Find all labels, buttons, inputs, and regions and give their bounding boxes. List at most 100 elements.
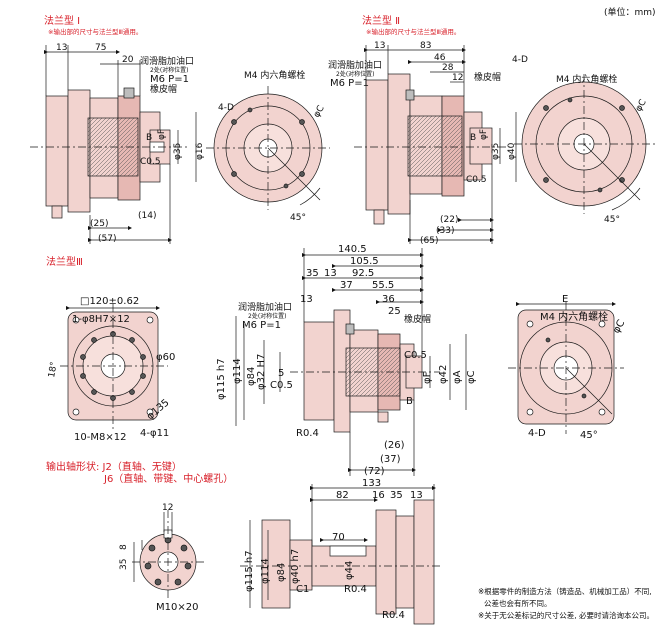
shaft-d70: 70: [332, 532, 345, 543]
flange3-c05a: C0.5: [270, 380, 293, 391]
flange2-c05: C0.5: [466, 175, 487, 185]
flange1-grease-sub: 2处(对称位置): [150, 66, 189, 74]
flange3-d84: φ84: [246, 367, 257, 386]
flange3-title: 法兰型Ⅲ: [46, 255, 83, 268]
flange1-m6: M6 P=1: [150, 74, 189, 85]
flange2-d40: φ40: [507, 142, 517, 160]
flange1-m4: M4 内六角螺栓: [244, 69, 305, 81]
shaft-d84: φ84: [276, 563, 287, 582]
flange1-angle: 45°: [290, 213, 306, 223]
flange3-front-view: [60, 304, 168, 430]
flange1-d16: φ16: [195, 142, 205, 160]
flange2-d83: 83: [420, 41, 431, 51]
flange2-side-view: [354, 45, 517, 244]
flange3-d60: φ60: [156, 352, 175, 363]
shaft-title: 输出轴形状: J2（直轴、无键）: [46, 460, 182, 473]
flange2-m4: M4 内六角螺栓: [556, 73, 617, 85]
flange3-square: □120±0.62: [80, 296, 139, 307]
flange2-front-view: [514, 74, 656, 214]
shaft-d44: φ44: [344, 561, 355, 580]
flange1-side-view: [30, 45, 197, 244]
shaft-group: 输出轴形状: J2（直轴、无键） J6（直轴、带键、中心螺孔） 12 35 8 …: [46, 460, 440, 625]
shaft-m10: M10×20: [156, 602, 198, 613]
shaft-d16: 16: [372, 490, 385, 501]
flange2-title: 法兰型 Ⅱ: [362, 14, 400, 27]
flange3-d36: 36: [382, 294, 395, 305]
flange2-grease: 润滑脂加油口: [328, 59, 382, 71]
shaft-front-view: [132, 510, 204, 600]
flange1-d25: (25): [90, 219, 108, 229]
flange3-pin: 1-φ8H7×12: [72, 314, 130, 325]
flange1-hd: 4-D: [218, 103, 234, 113]
flange3-d42: φ42: [438, 365, 449, 384]
flange3-d37b: (37): [380, 454, 401, 465]
shaft-r04b: R0.4: [382, 610, 405, 621]
flange3-a: φA: [452, 370, 463, 384]
flange3-d25: 25: [388, 306, 401, 317]
flange3-d32: φ32 H7: [256, 354, 267, 390]
flange1-front-view: [206, 86, 330, 210]
flange2-f: φF: [479, 129, 489, 140]
flange3-plug: 橡皮帽: [404, 313, 431, 325]
flange2-d35: φ35: [491, 143, 501, 160]
flange1-d57: (57): [98, 234, 116, 244]
flange3-c05b: C0.5: [404, 350, 427, 361]
shaft-d35: 35: [390, 490, 403, 501]
flange3-d555: 55.5: [372, 280, 394, 291]
flange3-m8: 10-M8×12: [74, 432, 126, 443]
flange1-note: ※输出部的尺寸与法兰型Ⅲ通用。: [48, 27, 142, 36]
flange3-front2-view: [508, 301, 624, 434]
flange1-grease: 润滑脂加油口: [140, 55, 194, 67]
flange2-plug: 橡皮帽: [474, 71, 501, 83]
flange3-c: φC: [466, 370, 477, 384]
flange3-angle: 18°: [47, 361, 60, 378]
footnote-line3: ※关于无公差标记的尺寸公差, 必要时请洽询本公司。: [478, 610, 654, 620]
shaft-d40: φ40 h7: [290, 549, 301, 584]
shaft-d35: 35: [119, 559, 129, 570]
flange1-phic: φC: [312, 104, 327, 120]
flange2-note: ※输出部的尺寸与法兰型Ⅲ通用。: [366, 27, 460, 36]
shaft-r04a: R0.4: [344, 584, 367, 595]
flange2-d33: (33): [436, 226, 454, 236]
shaft-d114: φ114: [260, 558, 271, 584]
flange2-group: 法兰型 Ⅱ ※输出部的尺寸与法兰型Ⅲ通用。: [328, 14, 656, 246]
flange2-m6: M6 P=1: [330, 78, 369, 89]
shaft-d12: 12: [162, 503, 173, 513]
flange3-side-view: [235, 248, 467, 476]
flange1-group: 法兰型 Ⅰ ※输出部的尺寸与法兰型Ⅲ通用。: [30, 14, 330, 244]
flange1-d35: φ35: [173, 143, 183, 160]
shaft-c1: C1: [296, 584, 309, 595]
flange3-d5: 5: [278, 368, 284, 379]
flange3-f: φF: [422, 371, 433, 384]
flange3-grease-sub: 2处(对称位置): [248, 312, 287, 320]
flange2-b: B: [470, 133, 476, 143]
footnote: ※根据零件的制造方法（铸造品、机械加工品）不同, 公差也会有所不同。 ※关于无公…: [478, 586, 654, 620]
flange3-d72: (72): [364, 466, 385, 477]
flange3-d11: 4-φ11: [140, 428, 169, 439]
flange2-d46: 46: [434, 53, 446, 63]
flange2-d22: (22): [440, 215, 458, 225]
flange1-c05: C0.5: [140, 157, 161, 167]
flange3-d925: 92.5: [352, 268, 374, 279]
footnote-line2: 公差也会有所不同。: [484, 598, 552, 608]
flange3-d26: (26): [384, 440, 405, 451]
flange3-hd: 4-D: [528, 428, 546, 439]
flange1-d13: 13: [56, 43, 67, 53]
unit-label: (单位：mm): [604, 6, 656, 18]
flange3-d37: 37: [340, 280, 353, 291]
flange1-d20: 20: [122, 55, 134, 65]
flange3-e: E: [562, 294, 568, 305]
flange3-d115: φ115 h7: [216, 358, 227, 400]
shaft-d8: 8: [119, 544, 129, 550]
flange2-d28: 28: [442, 63, 454, 73]
flange2-d12: 12: [452, 73, 463, 83]
flange3-b: B: [406, 396, 413, 407]
footnote-line1: ※根据零件的制造方法（铸造品、机械加工品）不同,: [478, 586, 652, 596]
flange2-d13: 13: [374, 41, 385, 51]
flange3-angle2: 45°: [580, 430, 598, 441]
shaft-d13: 13: [410, 490, 423, 501]
flange2-d65: (65): [420, 236, 438, 246]
shaft-side-view: [240, 484, 440, 625]
flange1-d14: (14): [138, 211, 156, 221]
